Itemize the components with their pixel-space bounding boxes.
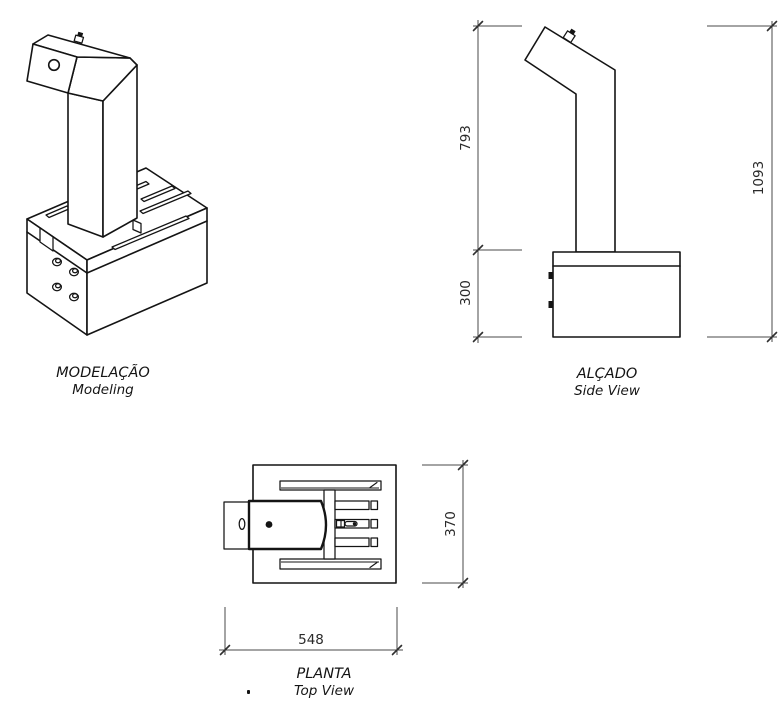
plan-spout-hole	[238, 517, 246, 531]
side-view: 793 300 1093	[458, 20, 778, 343]
side-dim-column-height-label: 793	[458, 125, 474, 151]
plan-view: 370 548	[219, 459, 469, 656]
side-push-button	[562, 28, 576, 44]
side-bolt-lower	[548, 301, 553, 308]
side-body-outline	[524, 26, 616, 253]
modeling-view-subtitle: Modeling	[72, 382, 134, 398]
iso-spout-hole	[47, 58, 61, 72]
iso-column-tab	[132, 219, 142, 234]
side-base	[548, 251, 681, 338]
iso-bolts	[51, 257, 80, 302]
plan-grate	[279, 480, 382, 570]
iso-head	[26, 31, 138, 102]
plan-push-button	[265, 521, 273, 528]
side-dim-total-height-label: 1093	[751, 161, 767, 195]
side-view-title: ALÇADO	[576, 366, 638, 382]
side-bolt-upper	[548, 272, 553, 279]
side-dim-base-height-label: 300	[458, 280, 474, 306]
iso-view	[26, 31, 208, 336]
side-view-subtitle: Side View	[574, 383, 641, 399]
side-dimension-right: 1093	[707, 20, 778, 343]
side-dimension-left: 793 300	[458, 20, 522, 343]
plan-view-title: PLANTA	[296, 666, 351, 682]
plan-dimension-depth: 370	[422, 459, 469, 589]
iso-push-button	[73, 31, 85, 44]
modeling-view-title: MODELAÇÃO	[56, 364, 150, 381]
iso-lid-notch	[39, 227, 54, 252]
plan-valve-detail	[335, 519, 358, 528]
iso-column	[67, 64, 142, 238]
plan-dim-width-label: 548	[298, 632, 324, 648]
plan-head	[223, 499, 328, 551]
stray-mark	[247, 690, 250, 694]
plan-view-subtitle: Top View	[294, 683, 355, 699]
view-labels: MODELAÇÃO Modeling ALÇADO Side View PLAN…	[56, 364, 641, 699]
plan-dimension-width: 548	[219, 607, 403, 656]
plan-dim-depth-label: 370	[443, 511, 459, 537]
